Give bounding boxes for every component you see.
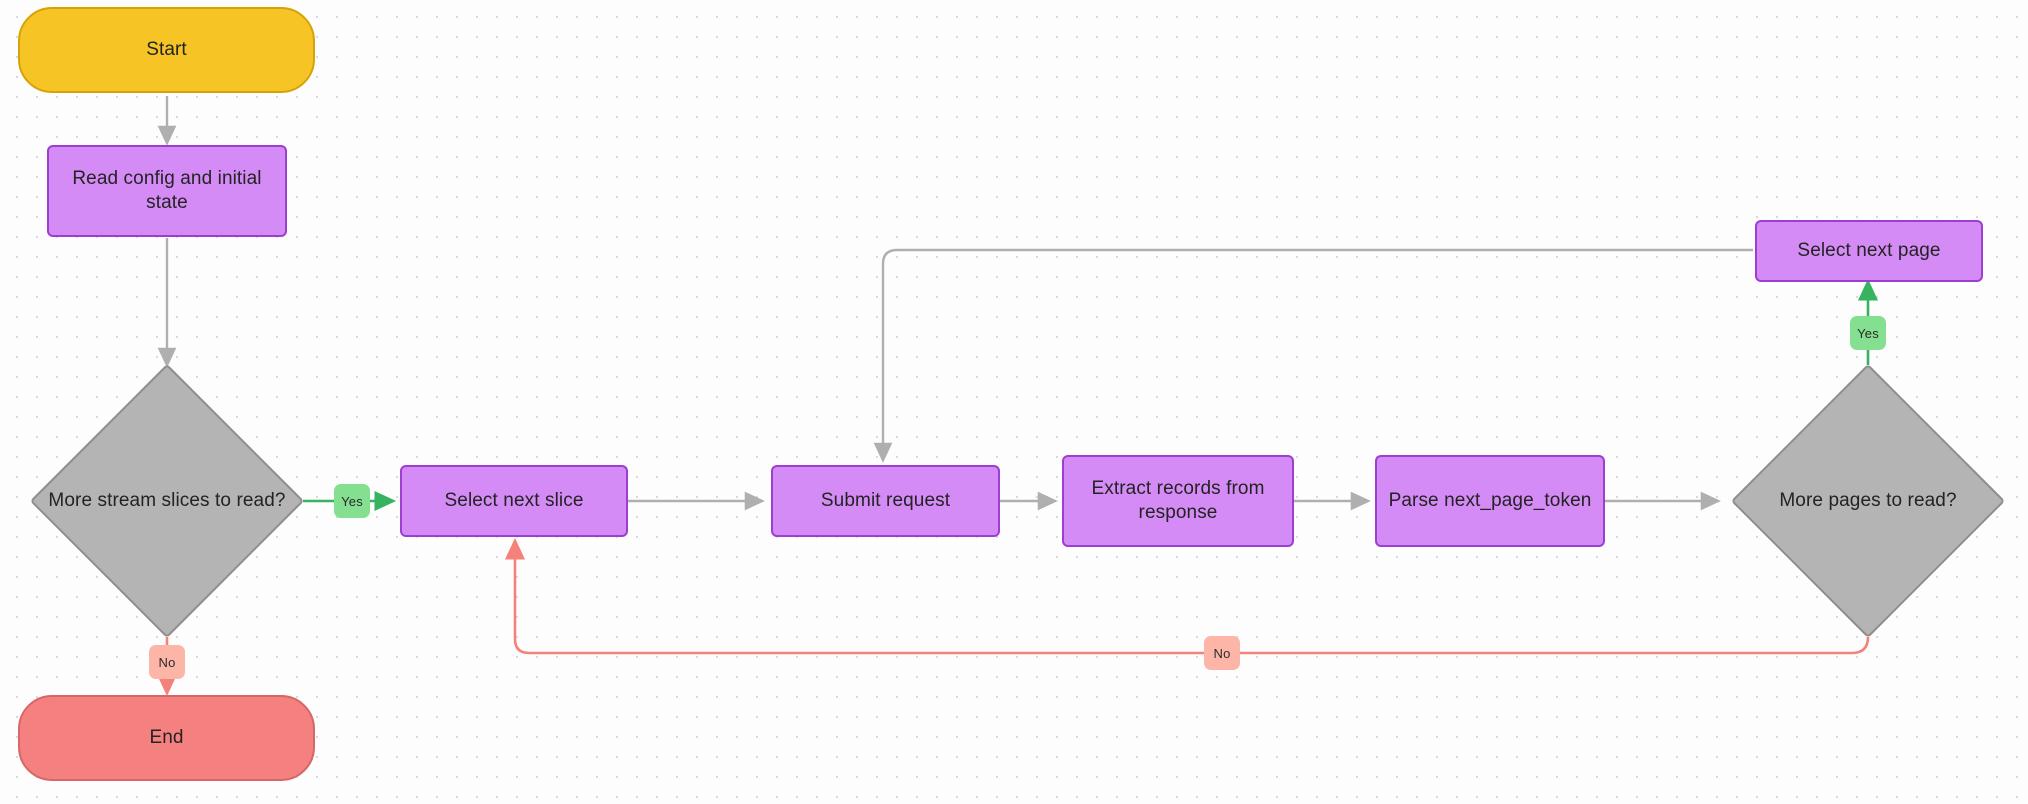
edge-label-slices-yes: Yes [334,484,370,518]
node-parse-next-page-token[interactable]: Parse next_page_token [1375,455,1605,547]
node-select-next-slice[interactable]: Select next slice [400,465,628,537]
node-start-label: Start [146,38,187,60]
edge-label-text: Yes [341,493,363,509]
node-select-next-page-label: Select next page [1797,239,1941,261]
node-more-stream-slices-label: More stream slices to read? [48,489,286,511]
edge-label-slices-no: No [149,645,185,679]
edge-label-text: No [1213,645,1231,661]
node-more-pages[interactable]: More pages to read? [1723,363,2013,639]
node-more-stream-slices[interactable]: More stream slices to read? [22,363,312,639]
node-submit-request-label: Submit request [820,489,951,511]
node-parse-next-page-token-label: Parse next_page_token [1388,489,1592,511]
node-end[interactable]: End [18,695,315,781]
node-more-pages-label: More pages to read? [1779,489,1957,511]
edge-select-page-to-submit-request-loop [873,248,1753,463]
edge-label-text: No [158,654,176,670]
node-select-next-slice-label: Select next slice [444,489,584,511]
edge-label-text: Yes [1857,325,1879,341]
edge-label-pages-yes: Yes [1850,316,1886,350]
node-submit-request[interactable]: Submit request [771,465,1000,537]
node-read-config-label: Read config and initial state [72,167,262,213]
node-extract-records[interactable]: Extract records from response [1062,455,1294,547]
edge-more-pages-no-to-select-slice-loop [504,537,1870,655]
node-read-config[interactable]: Read config and initial state [47,145,287,237]
node-start[interactable]: Start [18,7,315,93]
node-select-next-page[interactable]: Select next page [1755,220,1983,282]
node-extract-records-label: Extract records from response [1091,477,1265,523]
node-end-label: End [149,726,184,748]
edge-label-pages-no: No [1204,636,1240,670]
